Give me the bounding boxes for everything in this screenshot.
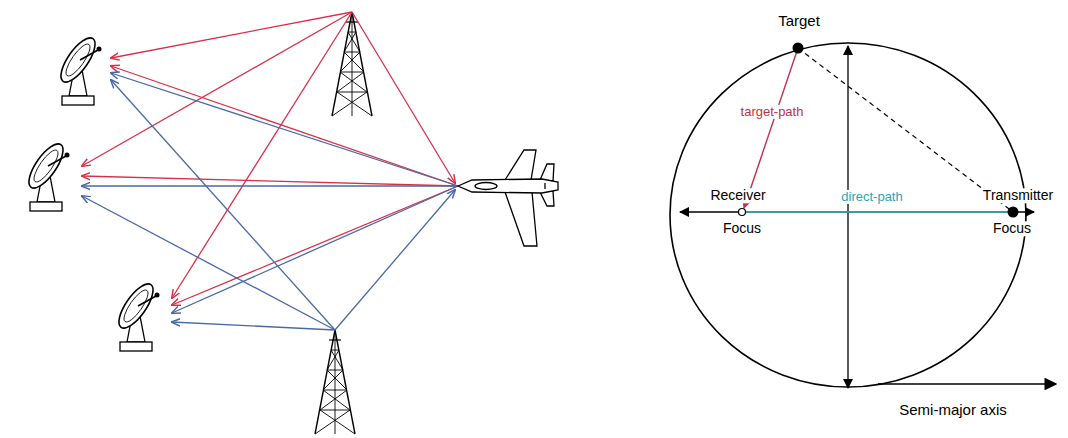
- blue-signal-arrows: [82, 73, 458, 330]
- receiver-dish: [113, 279, 160, 351]
- red-signal-arrows: [82, 12, 458, 305]
- minor-axis: [847, 46, 848, 388]
- transmitter-focus: [1008, 207, 1019, 218]
- target-path-line: [744, 48, 798, 208]
- focus-label: Focus: [721, 221, 763, 236]
- receiver-dishes: [23, 33, 160, 351]
- transmitter-tower: [315, 330, 355, 434]
- direct-path-label: direct-path: [839, 190, 904, 204]
- receiver-dish: [55, 33, 102, 105]
- transmitter-label: Transmitter: [981, 188, 1055, 203]
- ellipse-geometry: [670, 43, 1056, 389]
- transmitter-tower: [332, 12, 372, 116]
- aircraft: [458, 150, 558, 246]
- bistatic-ellipse: [670, 43, 1026, 387]
- receiver-label: Receiver: [708, 188, 767, 203]
- semi-major-axis-label: Semi-major axis: [897, 402, 1009, 419]
- receiver-focus: [739, 209, 746, 216]
- target-path-label: target-path: [739, 105, 806, 119]
- transmitter-towers: [315, 12, 372, 434]
- focus-label: Focus: [991, 221, 1033, 236]
- semi-major-arrow: [878, 383, 1056, 385]
- major-axis: [680, 211, 1034, 212]
- direct-path-line: [745, 211, 1010, 213]
- target-label: Target: [776, 13, 822, 30]
- target-dot: [793, 43, 804, 54]
- receiver-dish: [23, 139, 70, 211]
